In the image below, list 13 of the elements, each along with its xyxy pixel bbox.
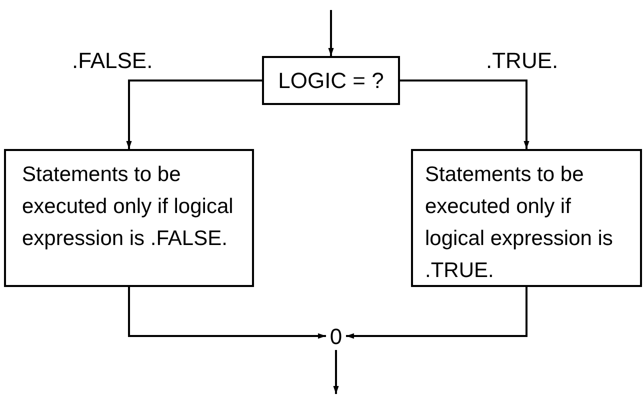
arrow <box>128 287 326 339</box>
arrow <box>400 80 530 149</box>
node-text: LOGIC = ? <box>278 67 384 95</box>
process-box <box>4 149 254 287</box>
arrow <box>333 350 339 394</box>
decision-box <box>262 56 400 105</box>
arrow <box>346 287 528 339</box>
node-text: Statements to be executed only if logical expression is .TRUE. <box>425 163 613 282</box>
node-text: 0 <box>330 322 342 350</box>
node-text: Statements to be executed only if logical expression is .FALSE. <box>22 163 234 250</box>
arrow <box>328 10 334 56</box>
process-box <box>411 149 642 287</box>
arrow <box>126 80 262 149</box>
